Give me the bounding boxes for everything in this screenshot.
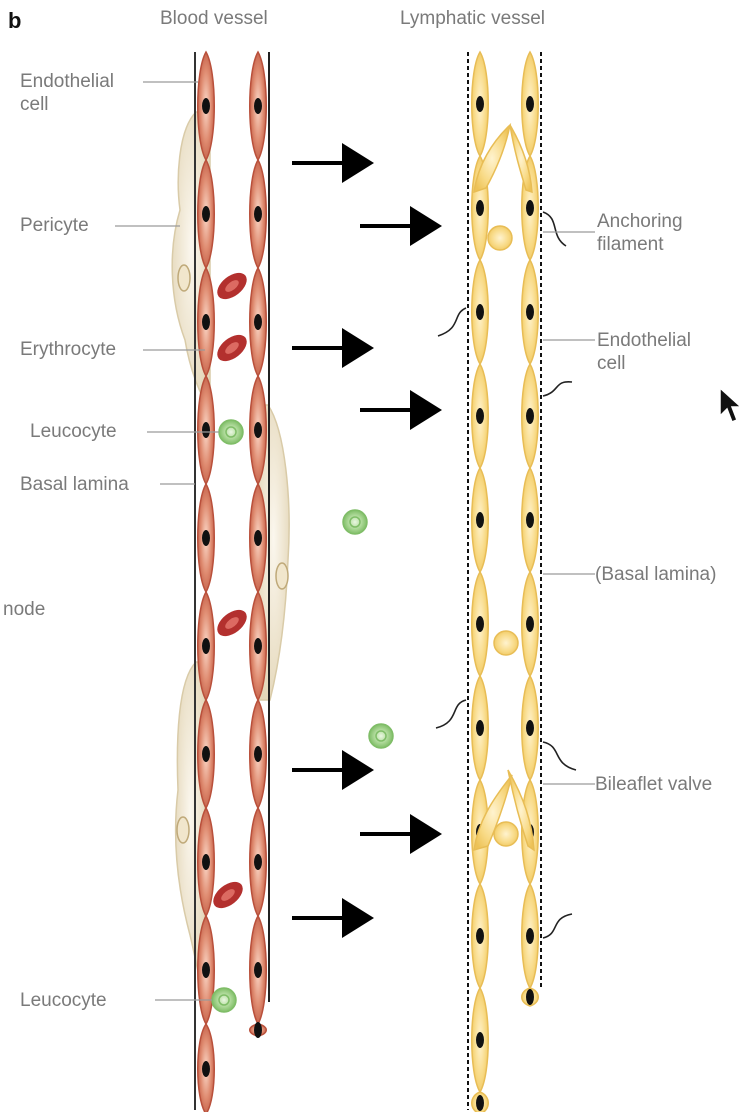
label-leucocyte-bottom: Leucocyte (20, 989, 107, 1012)
label-endothelial-cell-left: Endothelial cell (20, 70, 114, 116)
cell-nucleus (476, 96, 484, 112)
cell-nucleus (202, 1061, 210, 1077)
cell-nucleus (254, 530, 262, 546)
cell-nucleus (254, 962, 262, 978)
cell-nucleus (476, 1032, 484, 1048)
cell-nucleus (254, 746, 262, 762)
label-basal-lamina: Basal lamina (20, 473, 129, 496)
cell-nucleus (476, 616, 484, 632)
cell-nucleus (202, 422, 210, 438)
label-line: cell (20, 93, 114, 116)
cell-nucleus (526, 720, 534, 736)
cell-nucleus (202, 962, 210, 978)
label-line: Anchoring (597, 210, 683, 233)
cell-nucleus (202, 530, 210, 546)
erythrocyte (212, 330, 251, 367)
label-basal-lamina-lymph: (Basal lamina) (595, 563, 716, 586)
cell-nucleus (254, 422, 262, 438)
cell-nucleus (202, 638, 210, 654)
cell-nucleus (526, 616, 534, 632)
cell-nucleus (202, 206, 210, 222)
lymphatic-endothelium (472, 52, 539, 1112)
cell-nucleus (202, 98, 210, 114)
erythrocyte (212, 268, 251, 305)
cell-nucleus (526, 512, 534, 528)
mouse-pointer-icon (718, 386, 742, 426)
label-line: cell (597, 352, 691, 375)
leucocyte (369, 724, 393, 748)
label-endothelial-cell-right: Endothelial cell (597, 329, 691, 375)
cell-nucleus (526, 96, 534, 112)
label-leucocyte-top: Leucocyte (30, 420, 117, 443)
lymphatic-vessel-header: Lymphatic vessel (400, 8, 545, 30)
pericyte-nucleus (276, 563, 288, 589)
cell-nucleus (202, 854, 210, 870)
cell-nucleus (202, 314, 210, 330)
lymph-free-cells (488, 226, 518, 846)
cell-nucleus (476, 1095, 484, 1111)
leucocyte-group (212, 420, 393, 1012)
cell-nucleus (526, 928, 534, 944)
label-line: Endothelial (20, 70, 114, 93)
lymph-cell-round (494, 822, 518, 846)
lymph-cell-round (494, 631, 518, 655)
label-node: node (3, 598, 45, 621)
cell-nucleus (526, 304, 534, 320)
lymph-cell-round (488, 226, 512, 250)
label-erythrocyte: Erythrocyte (20, 338, 116, 361)
pericyte-nucleus (177, 817, 189, 843)
blood-vessel-header: Blood vessel (160, 8, 268, 30)
cell-nucleus (254, 1022, 262, 1038)
erythrocyte-group (208, 268, 251, 914)
cell-nucleus (476, 200, 484, 216)
pericyte-group (172, 112, 289, 1000)
leucocyte (343, 510, 367, 534)
cell-nucleus (254, 638, 262, 654)
leucocyte (219, 420, 243, 444)
cell-nucleus (202, 746, 210, 762)
label-line: filament (597, 233, 683, 256)
label-bileaflet-valve: Bileaflet valve (595, 773, 712, 796)
cell-nucleus (476, 304, 484, 320)
cell-nucleus (476, 720, 484, 736)
cell-nucleus (476, 512, 484, 528)
blood-endothelium (198, 52, 267, 1112)
cell-nucleus (254, 854, 262, 870)
erythrocyte (212, 605, 251, 642)
label-line: Endothelial (597, 329, 691, 352)
cell-nucleus (476, 408, 484, 424)
cell-nucleus (476, 928, 484, 944)
cell-nucleus (526, 408, 534, 424)
leucocyte (212, 988, 236, 1012)
cell-nucleus (254, 314, 262, 330)
label-pericyte: Pericyte (20, 214, 89, 237)
cell-nucleus (526, 200, 534, 216)
cell-nucleus (254, 98, 262, 114)
flow-arrows (292, 163, 438, 918)
cell-nucleus (254, 206, 262, 222)
cell-nucleus (526, 989, 534, 1005)
label-anchoring-filament: Anchoring filament (597, 210, 683, 256)
pericyte-nucleus (178, 265, 190, 291)
panel-letter: b (8, 8, 21, 34)
